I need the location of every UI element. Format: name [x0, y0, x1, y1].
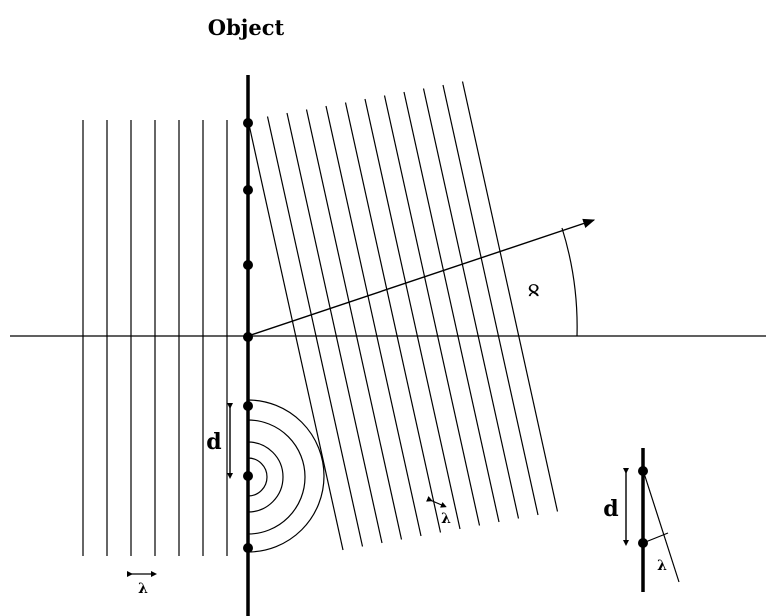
inset-d-label: d — [603, 496, 618, 522]
diffracted-wavefront-line — [403, 91, 500, 523]
slit-point — [243, 185, 253, 195]
lambda-arrow-right — [426, 496, 447, 508]
wavelet-3 — [247, 399, 325, 553]
inset-point — [638, 466, 648, 476]
circular-wavelets — [247, 399, 325, 553]
diffracted-wavefront-line — [286, 112, 383, 544]
slit-point — [243, 260, 253, 270]
inset-slant-line — [642, 469, 680, 583]
diffracted-wavefront-line — [422, 88, 520, 519]
diagram-title: Object — [208, 15, 285, 40]
diffracted-wavefront-line — [364, 98, 461, 530]
diffracted-wavefront-line — [344, 102, 442, 533]
incident-wavefronts — [82, 120, 228, 556]
slit-point — [243, 118, 253, 128]
d-label: d — [206, 429, 221, 455]
slit-points — [243, 118, 253, 553]
diffraction-direction-arrow — [247, 218, 596, 337]
diffracted-wavefront-line — [266, 116, 364, 547]
lambda-label-left: λ — [138, 581, 148, 597]
diffracted-wavefront-line — [305, 109, 403, 540]
wavelet-0 — [247, 457, 268, 497]
inset-lambda-label: λ — [657, 558, 667, 574]
diffracted-wavefront-line — [247, 119, 344, 551]
diffracted-wavefronts — [247, 81, 559, 551]
inset-perpendicular — [642, 532, 669, 544]
slit-point — [243, 471, 253, 481]
diffracted-wavefront-line — [383, 95, 481, 526]
wavelet-1 — [247, 441, 284, 513]
angle-arc — [561, 227, 578, 337]
wavelet-2 — [247, 419, 306, 535]
diffracted-wavefront-line — [442, 84, 539, 516]
slit-point — [243, 543, 253, 553]
diffracted-wavefront-line — [461, 81, 559, 512]
slit-point — [243, 332, 253, 342]
diffracted-wavefront-line — [325, 105, 422, 537]
angle-label: ∝ — [519, 281, 549, 299]
lambda-label-right: λ — [441, 511, 451, 527]
slit-point — [243, 401, 253, 411]
inset-diagram: d λ — [603, 448, 680, 592]
